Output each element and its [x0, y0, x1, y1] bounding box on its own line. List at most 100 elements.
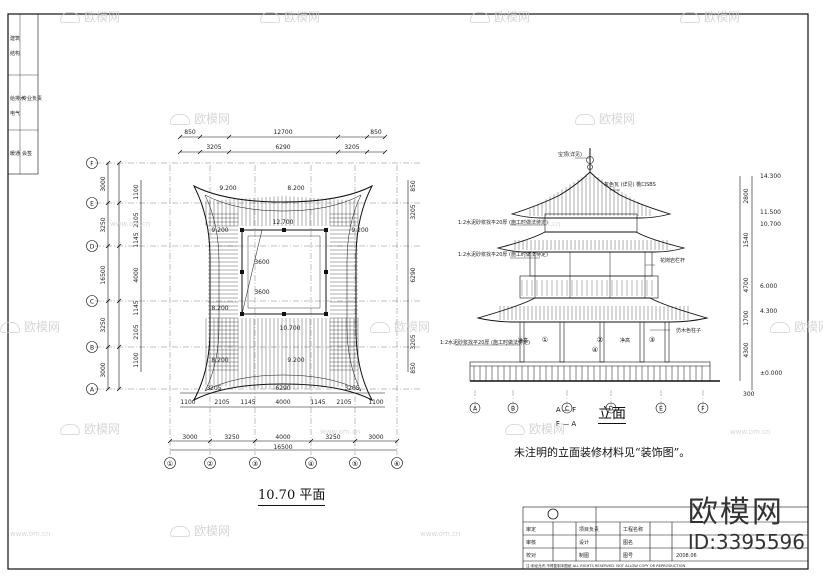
plan-left-inner-1: 1100: [133, 184, 140, 199]
outer-frame: [7, 13, 809, 570]
callout-finial: 宝顶(详见): [558, 151, 582, 158]
floor-plan: [95, 134, 420, 455]
grid-col-label: ⑤: [352, 460, 358, 468]
plan-left-dim-2: 3250: [100, 217, 107, 232]
side-6: 专业负责: [22, 95, 42, 102]
tb-r1c3: 项目负责: [579, 526, 599, 533]
plan-bottom-dim-1b: 6290: [275, 385, 290, 392]
plan-inner-dim-3: 3205: [344, 144, 359, 151]
brand-name: 欧模网: [687, 495, 784, 530]
elev-tag-1: ①: [542, 336, 548, 344]
plan-right-dim-3: 6290: [410, 267, 417, 282]
watermark-logo: 欧模网: [170, 522, 230, 539]
watermark-logo: 欧模网: [0, 318, 60, 335]
plan-bottom-total: 16500: [273, 444, 292, 451]
elev-grid-bubble: [655, 402, 667, 414]
elev-tag-3: ③: [649, 336, 655, 344]
plan-bottom-dim-2f: 2105: [336, 399, 351, 406]
plan-inner-dim-2: 6290: [275, 144, 290, 151]
plan-left-dim-4: 3250: [100, 317, 107, 332]
elev-grid-label: F: [701, 406, 705, 413]
grid-col-label: ④: [308, 460, 314, 468]
grid-row-label: F: [90, 161, 94, 168]
watermark-logo: 欧模网: [60, 8, 120, 25]
watermark-logo: 欧模网: [575, 110, 635, 127]
plan-bottom-dim-1a: 3205: [206, 385, 221, 392]
level-3: 10.700: [760, 221, 781, 228]
tb-r2c3: 设计: [579, 539, 589, 546]
side-2: 结构: [10, 50, 20, 57]
elev-grid-label: A: [473, 406, 478, 413]
plan-bottom-dim-3c: 4000: [275, 434, 290, 441]
plan-top-dim-1: 850: [184, 129, 196, 136]
callout-column: 仿木色柱子: [676, 327, 701, 334]
plan-inner-4: 3600: [254, 289, 269, 296]
brand-watermark: 欧模网 ID:3395596: [687, 495, 805, 555]
elevation-title: 立面: [598, 406, 626, 424]
elev-grid-bubble: [561, 402, 573, 414]
side-1: 建筑: [10, 35, 20, 42]
level-7: 300: [743, 391, 755, 398]
elev-dim-5: 4300: [743, 342, 750, 357]
tb-r3c1: 校对: [526, 552, 536, 559]
grid-col-label: ⑥: [394, 460, 400, 468]
tb-r1c1: 审定: [526, 526, 536, 533]
plan-elev-3: 9.200: [211, 227, 228, 234]
grid-col-bubble: [391, 457, 403, 469]
watermark-site: www.om.cn: [730, 428, 771, 436]
grid-row-label: A: [90, 387, 95, 394]
grid-row-label: B: [90, 345, 94, 352]
elev-grid-bubble: [697, 402, 709, 414]
plan-title: 10.70 平面: [258, 489, 326, 506]
tb-r2c5: 图名: [623, 539, 633, 546]
plan-bottom-dim-1c: 3205: [344, 385, 359, 392]
grid-col-label: ②: [207, 460, 213, 468]
sidebar-strip: [7, 13, 39, 175]
tb-r3c3: 制图: [579, 552, 589, 559]
plan-left-dim-1: 3000: [100, 176, 107, 191]
elev-grid-bubble: [507, 402, 519, 414]
plan-bottom-dim-3e: 3000: [368, 434, 383, 441]
elev-grid-label: C: [565, 406, 569, 413]
plan-elev-4: 8.200: [211, 305, 228, 312]
callout-floor-1: 1:2水泥砂浆找平20厚 (施工时做法待定): [458, 219, 548, 226]
callout-floor-2: 1:2水泥砂浆找平20厚 (施工时做法待定): [458, 251, 548, 258]
watermark-site: www.om.cn: [520, 220, 561, 228]
tb-r3c6: 2008.06: [676, 553, 697, 559]
roof-outline: [192, 184, 374, 402]
plan-bottom-dim-2g: 1100: [368, 399, 383, 406]
watermark-logo: 欧模网: [370, 318, 430, 335]
elev-grid-label: D: [609, 406, 614, 413]
plan-elev-7: 9.200: [287, 357, 304, 364]
level-6: ±0.000: [760, 370, 782, 377]
side-3: 给排水: [10, 95, 25, 102]
tb-r2c1: 审核: [526, 539, 536, 546]
watermark-logo: 欧模网: [770, 318, 823, 335]
grid-row-bubble: [86, 383, 98, 395]
watermark-logo: 欧模网: [505, 420, 565, 437]
level-4: 6.000: [760, 283, 777, 290]
plan-bottom-dim-3b: 3250: [224, 434, 239, 441]
elev-axis-note-2: F — A: [556, 420, 576, 428]
plan-left-inner-4: 4000: [133, 267, 140, 282]
level-2: 11.500: [760, 209, 781, 216]
grid-col-bubble: [249, 457, 261, 469]
plan-right-dim-2: 3205: [410, 204, 417, 219]
grid-row-bubble: [86, 197, 98, 209]
callout-floor-3: 1:2水泥砂浆找平20厚 (施工时做法待定): [440, 339, 530, 346]
grid-col-bubble: [349, 457, 361, 469]
side-4: 电气: [10, 110, 20, 117]
grid-row-bubble: [86, 157, 98, 169]
callout-railing: 花岗岩栏杆: [660, 257, 685, 264]
side-5: 暖通: [10, 150, 20, 157]
plan-elev-2: 8.200: [287, 185, 304, 192]
plan-left-inner-6: 2105: [133, 324, 140, 339]
grid-col-label: ①: [167, 460, 173, 468]
watermark-logo: 欧模网: [260, 8, 320, 25]
plan-bottom-dim-2d: 4000: [275, 399, 290, 406]
plan-bottom-dim-3a: 3000: [182, 434, 197, 441]
tb-r3c5: 图号: [623, 553, 633, 559]
plan-left-inner-7: 1100: [133, 352, 140, 367]
elev-tag-4: ④: [592, 346, 598, 354]
plan-right-dim-1: 850: [410, 180, 417, 192]
